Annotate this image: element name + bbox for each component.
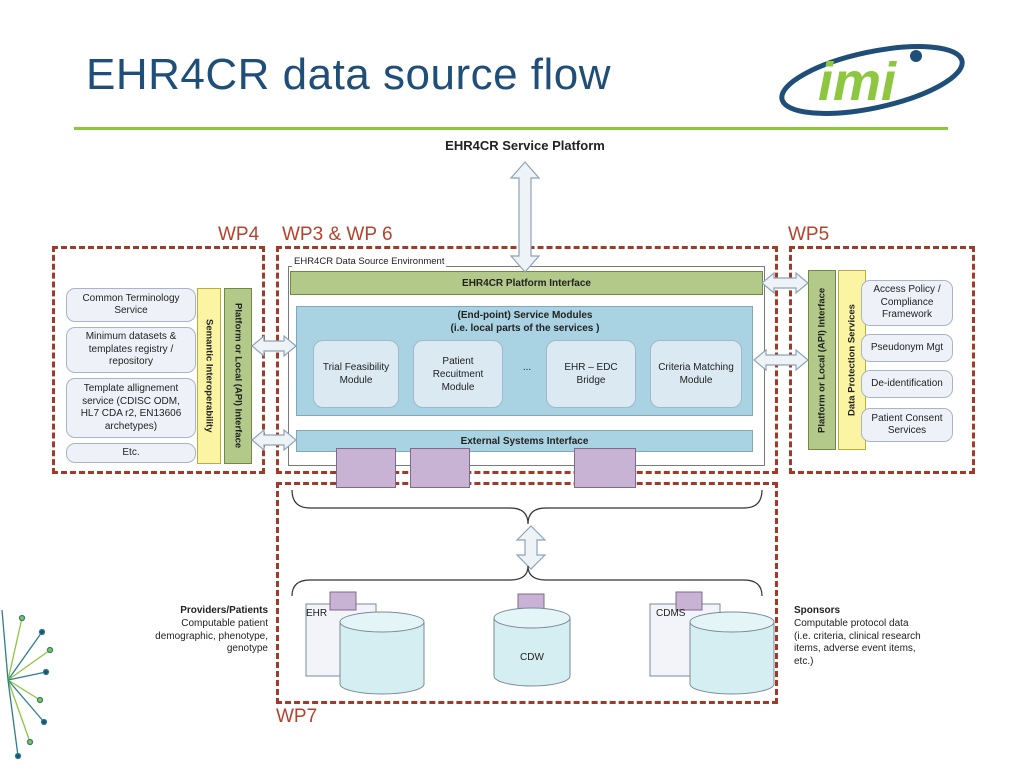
wp3-6-label: WP3 & WP 6 (282, 224, 393, 245)
top-brace (291, 489, 763, 525)
pseudonym-mgt: Pseudonym Mgt (861, 334, 953, 362)
service-modules-title: (End-point) Service Modules (457, 310, 593, 321)
wp5-arrow-upper (761, 271, 809, 295)
wp7-label: WP7 (276, 706, 318, 727)
middle-vertical-arrow (515, 525, 547, 570)
ehr-database (305, 591, 425, 695)
cdw-label: CDW (520, 652, 544, 663)
wp5-arrow-lower (753, 348, 809, 372)
platform-interface-bar: EHR4CR Platform Interface (290, 271, 763, 295)
sponsors-heading: Sponsors (794, 605, 841, 616)
providers-heading: Providers/Patients (180, 605, 268, 616)
ehr-label: EHR (306, 608, 328, 619)
common-terminology-service: Common Terminology Service (66, 288, 196, 322)
platform-interface-label: EHR4CR Platform Interface (462, 277, 591, 289)
cdms-label: CDMS (656, 608, 686, 619)
trial-feasibility-module: Trial Feasibility Module (313, 340, 399, 408)
environment-label: EHR4CR Data Source Environment (292, 256, 447, 268)
platform-vertical-arrow (509, 161, 541, 273)
wp4-api-interface-label: Platform or Local (API) Interface (224, 288, 252, 464)
connector-block-1 (336, 448, 396, 488)
service-modules-subtitle: (i.e. local parts of the services ) (450, 323, 600, 334)
title-divider (74, 127, 948, 130)
external-interface-bar: External Systems Interface (296, 430, 753, 452)
criteria-matching-module: Criteria Matching Module (650, 340, 742, 408)
connector-block-3 (574, 448, 636, 488)
minimum-datasets-registry: Minimum datasets & templates registry / … (66, 327, 196, 373)
wp4-label: WP4 (218, 224, 260, 245)
cdw-database (493, 593, 571, 687)
page-title: EHR4CR data source flow (86, 50, 612, 99)
external-interface-label: External Systems Interface (460, 435, 589, 447)
semantic-interoperability-label: Semantic Interoperability (197, 288, 221, 464)
template-alignment-service: Template allignement service (CDISC ODM,… (66, 378, 196, 438)
service-platform-label: EHR4CR Service Platform (445, 138, 605, 153)
ehr-edc-bridge-module: EHR – EDC Bridge (546, 340, 636, 408)
cdms-database (649, 591, 775, 695)
access-policy-framework: Access Policy / Compliance Framework (861, 280, 953, 326)
wp4-api-interface-text: Platform or Local (API) Interface (232, 303, 244, 449)
connector-block-2 (410, 448, 470, 488)
decorative-spark-icon (1, 609, 54, 760)
patient-recruitment-module: Patient Recuitment Module (413, 340, 503, 408)
modules-ellipsis: ... (522, 362, 532, 373)
wp4-region (52, 246, 265, 474)
wp7-region (276, 482, 778, 704)
semantic-interoperability-text: Semantic Interoperability (203, 319, 215, 433)
wp4-etc: Etc. (66, 443, 196, 463)
patient-consent-services: Patient Consent Services (861, 408, 953, 442)
sponsors-text: Computable protocol data (i.e. criteria,… (794, 618, 921, 667)
providers-text: Computable patient demographic, phenotyp… (155, 618, 268, 654)
wp5-label: WP5 (788, 224, 830, 245)
logo-text: imi (818, 52, 897, 112)
wp4-arrow-upper (251, 334, 297, 358)
de-identification: De-identification (861, 370, 953, 398)
bottom-brace (291, 565, 763, 597)
imi-logo: imi (779, 44, 965, 116)
wp4-arrow-lower (251, 428, 297, 452)
